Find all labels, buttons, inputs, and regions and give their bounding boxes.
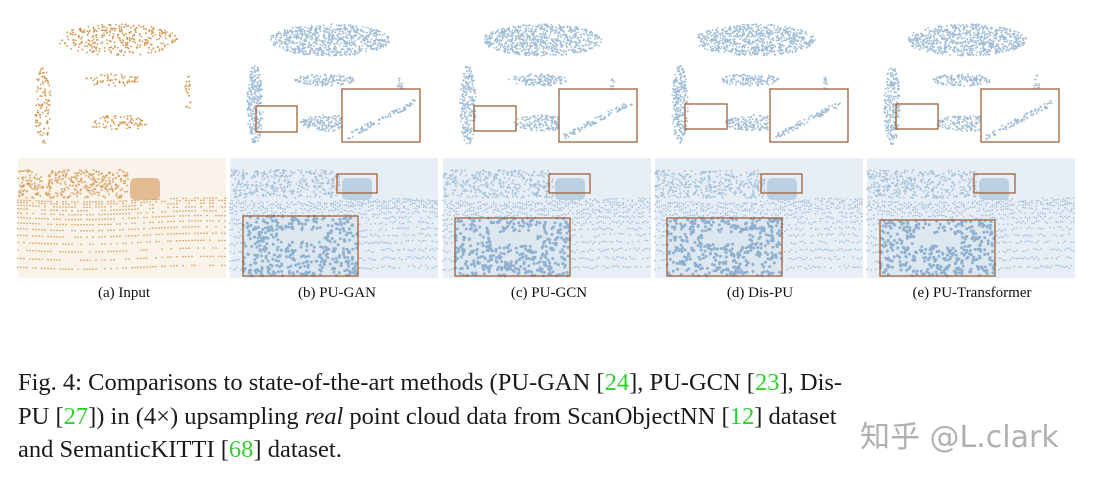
caption-text: ] dataset. <box>253 436 342 463</box>
caption-text: ] dataset <box>754 402 837 430</box>
zoom-region-box <box>684 103 728 130</box>
caption-emphasis: real <box>304 402 344 430</box>
zoom-region-box <box>548 173 591 194</box>
caption-line-1: Fig. 4: Comparisons to state-of-the-art … <box>18 366 1080 400</box>
figure-caption: Fig. 4: Comparisons to state-of-the-art … <box>18 366 1080 467</box>
subfigure-label-pu-transformer: (e) PU-Transformer <box>912 285 1032 301</box>
zoom-inset-box <box>242 215 359 277</box>
citation-link[interactable]: 12 <box>729 402 755 430</box>
caption-text: point cloud data from ScanObjectNN [ <box>343 402 730 430</box>
caption-line-2: PU [27]) in (4×) upsampling real point c… <box>18 400 1080 434</box>
subfigure-label-pu-gan: (b) PU-GAN <box>298 285 376 301</box>
subfigure-label-dis-pu: (d) Dis-PU <box>726 285 794 301</box>
zoom-inset-box <box>769 88 849 143</box>
citation-link[interactable]: 68 <box>228 436 254 463</box>
zoom-inset-box <box>879 219 996 277</box>
zoom-inset-box <box>454 217 571 277</box>
zoom-inset-box <box>980 88 1060 143</box>
subfigure-0 <box>17 23 226 278</box>
caption-text: Fig. 4: Comparisons to state-of-the-art … <box>18 369 605 396</box>
zoom-region-box <box>973 173 1016 194</box>
subfigure-1 <box>229 23 438 278</box>
caption-text: ], Dis- <box>779 369 843 396</box>
caption-text: and SemanticKITTI [ <box>18 436 229 463</box>
citation-link[interactable]: 24 <box>604 369 630 396</box>
zoom-region-box <box>760 173 803 194</box>
subfigure-2 <box>442 23 651 278</box>
caption-line-3: and SemanticKITTI [68] dataset. <box>18 433 1080 467</box>
zoom-inset-box <box>341 88 421 143</box>
caption-text: PU [ <box>18 402 64 430</box>
zoom-region-box <box>895 103 939 130</box>
zoom-region-box <box>255 105 298 133</box>
citation-link[interactable]: 27 <box>63 402 89 430</box>
caption-text: ]) in (4×) upsampling <box>88 402 305 430</box>
subfigure-label-input: (a) Input <box>97 285 151 301</box>
zoom-inset-box <box>558 88 638 143</box>
zoom-inset-box <box>666 217 783 277</box>
subfigure-4 <box>866 23 1075 278</box>
point-cloud-figure <box>17 23 1075 278</box>
zoom-region-box <box>336 173 378 194</box>
subfigure-3 <box>654 23 863 278</box>
zoom-region-box <box>473 105 517 132</box>
watermark: 知乎 @L.clark <box>860 420 1059 455</box>
subfigure-label-pu-gcn: (c) PU-GCN <box>510 285 588 301</box>
citation-link[interactable]: 23 <box>754 369 780 396</box>
caption-text: ], PU-GCN [ <box>629 369 755 396</box>
